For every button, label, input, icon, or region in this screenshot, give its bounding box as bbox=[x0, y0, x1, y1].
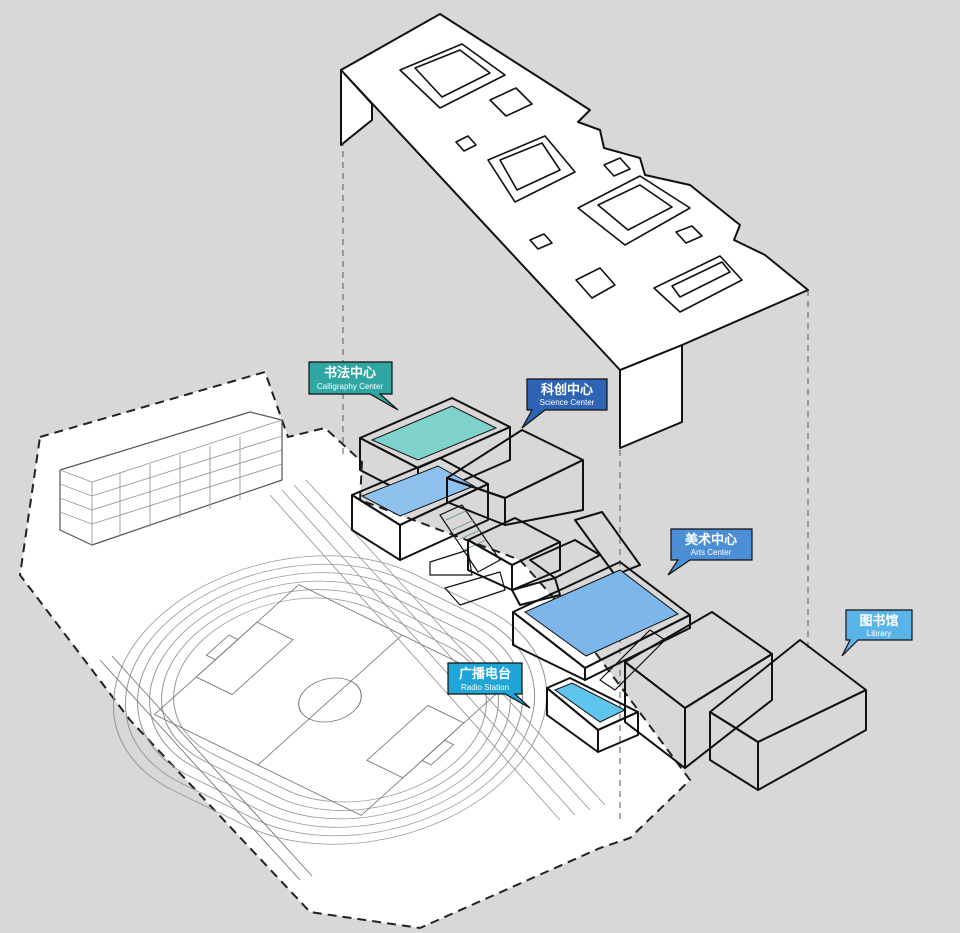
radio-title: 广播电台 bbox=[459, 666, 511, 682]
callout-science-bubble bbox=[521, 378, 608, 429]
stair-bridge bbox=[429, 504, 506, 606]
callout-radio-bubble bbox=[447, 662, 531, 709]
arts-subtitle: Arts Center bbox=[691, 548, 732, 557]
library-subtitle: Library bbox=[867, 629, 891, 638]
callout-library-bubble bbox=[841, 609, 913, 657]
classroom-building bbox=[59, 411, 283, 546]
callout-arts-bubble bbox=[667, 528, 753, 576]
callout-science: 科创中心 Science Center bbox=[521, 378, 608, 429]
calligraphy-title: 书法中心 bbox=[324, 365, 376, 381]
running-track bbox=[99, 479, 606, 881]
arts-block bbox=[512, 561, 691, 691]
science-title: 科创中心 bbox=[541, 382, 593, 398]
arts-title: 美术中心 bbox=[685, 532, 737, 548]
science-block bbox=[446, 429, 641, 576]
callout-arts: 美术中心 Arts Center bbox=[667, 528, 753, 576]
library-title: 图书馆 bbox=[859, 613, 898, 629]
building-masses bbox=[351, 397, 867, 791]
callout-library: 图书馆 Library bbox=[841, 609, 913, 657]
roof-plate bbox=[340, 13, 809, 449]
projection-guides bbox=[342, 140, 809, 820]
calligraphy-subtitle: Calligraphy Center bbox=[317, 382, 384, 391]
callout-radio: 广播电台 Radio Station bbox=[447, 662, 531, 709]
callout-calligraphy: 书法中心 Calligraphy Center bbox=[308, 361, 399, 411]
library-block bbox=[624, 611, 867, 791]
science-subtitle: Science Center bbox=[540, 398, 595, 407]
radio-subtitle: Radio Station bbox=[461, 683, 509, 692]
callout-calligraphy-bubble bbox=[308, 361, 399, 411]
